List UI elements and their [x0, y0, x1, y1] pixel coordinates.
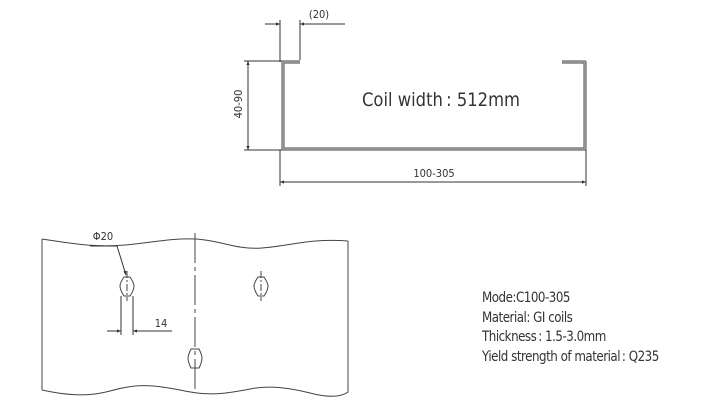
- width-dimension-label: 100-305: [413, 167, 454, 180]
- coil-width-label: Coil width : 512mm: [362, 89, 520, 111]
- spec-mode: Mode:C100-305: [482, 290, 570, 306]
- slot-hole-right: [253, 271, 269, 301]
- slot-hole-center: [187, 348, 203, 369]
- spec-block: Mode:C100-305 Material: GI coils Thickne…: [482, 289, 659, 367]
- spec-yield-strength: Yield strength of material : Q235: [482, 348, 659, 365]
- slot-dimension: [107, 296, 172, 335]
- lip-dimension: [265, 20, 345, 62]
- slot-hole-left: [119, 271, 135, 301]
- spec-thickness: Thickness : 1.5-3.0mm: [482, 329, 606, 345]
- slot-dimension-label: 14: [155, 317, 168, 330]
- hole-diameter-label: Φ20: [93, 230, 113, 243]
- height-dimension-label: 40-90: [232, 90, 245, 119]
- lip-dimension-label: (20): [309, 8, 329, 21]
- diameter-leader: [90, 245, 127, 276]
- c-channel-profile: [281, 60, 587, 151]
- width-dimension: [279, 150, 587, 186]
- spec-material: Material: GI coils: [482, 309, 573, 326]
- height-dimension: [244, 60, 282, 151]
